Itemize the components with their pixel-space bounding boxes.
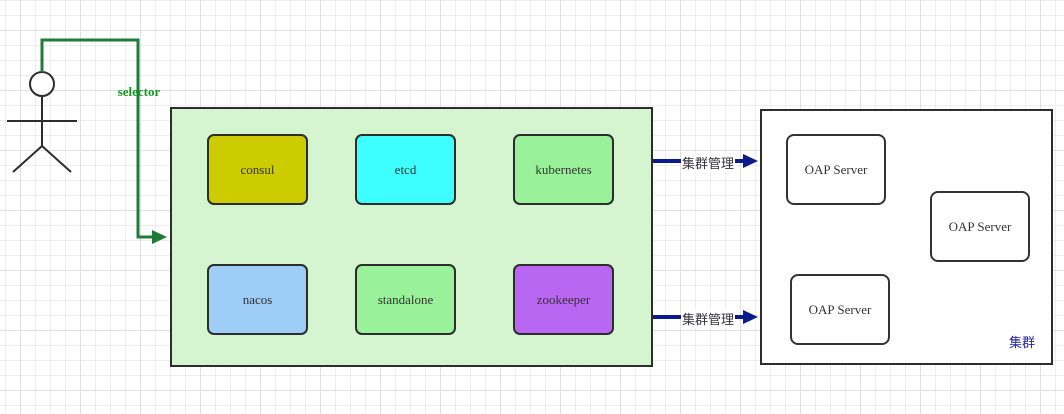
- oap-server-box-1: OAP Server: [786, 134, 886, 205]
- node-etcd: etcd: [355, 134, 456, 205]
- selector-edge-label: selector: [117, 84, 161, 99]
- registry-panel: consul etcd kubernetes nacos standalone …: [170, 107, 653, 367]
- oap-server-label-3: OAP Server: [808, 301, 872, 317]
- stick-figure-actor-icon: [7, 71, 77, 173]
- cluster-management-label-2: 集群管理: [681, 309, 736, 328]
- node-kubernetes: kubernetes: [513, 134, 614, 205]
- oap-server-label-1: OAP Server: [804, 161, 868, 177]
- node-consul-label: consul: [240, 161, 275, 177]
- node-zookeeper-label: zookeeper: [536, 291, 591, 307]
- node-nacos: nacos: [207, 264, 308, 335]
- arrowhead-icon: [743, 154, 758, 168]
- node-zookeeper: zookeeper: [513, 264, 614, 335]
- actor-and-selector-connector: [7, 38, 167, 244]
- node-standalone-label: standalone: [377, 291, 434, 307]
- node-standalone: standalone: [355, 264, 456, 335]
- oap-server-label-2: OAP Server: [948, 218, 1012, 234]
- selector-connector-line: [40, 38, 167, 244]
- node-etcd-label: etcd: [394, 161, 417, 177]
- cluster-panel: OAP Server OAP Server OAP Server 集群: [760, 109, 1053, 365]
- oap-server-box-3: OAP Server: [790, 274, 890, 345]
- node-nacos-label: nacos: [242, 291, 273, 307]
- node-kubernetes-label: kubernetes: [535, 161, 592, 177]
- cluster-panel-label: 集群: [1008, 335, 1035, 350]
- cluster-management-label-1: 集群管理: [681, 153, 736, 172]
- arrowhead-icon: [743, 310, 758, 324]
- oap-server-box-2: OAP Server: [930, 191, 1030, 262]
- selector-arrowhead-icon: [152, 230, 167, 244]
- node-consul: consul: [207, 134, 308, 205]
